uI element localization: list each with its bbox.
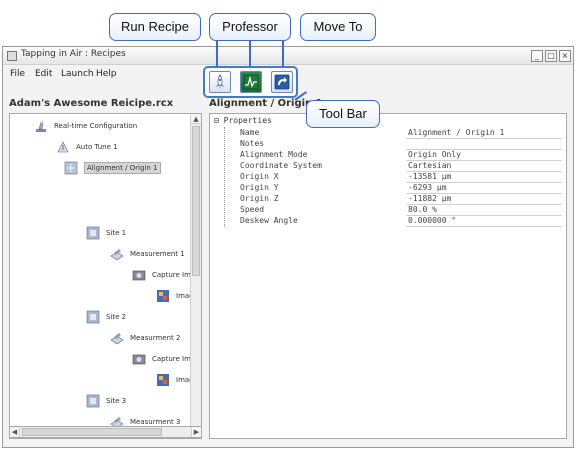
tree-vertical-scrollbar[interactable]: ▲ ▼: [190, 114, 201, 438]
tree-node-image-2[interactable]: Imag: [156, 372, 194, 388]
properties-root-label: Properties: [223, 116, 272, 125]
callout-run-recipe: Run Recipe: [109, 13, 201, 41]
tree-node-label: Imag: [176, 292, 194, 300]
tree-node-label: Auto Tune 1: [76, 143, 118, 151]
measurement-icon: [110, 331, 124, 345]
property-row-name[interactable]: Name Alignment / Origin 1: [210, 128, 565, 139]
camera-icon: [132, 352, 146, 366]
tree-node-label: Site 1: [106, 229, 127, 237]
professor-button[interactable]: [240, 71, 262, 93]
maximize-button[interactable]: □: [545, 50, 557, 62]
graph-icon: [243, 74, 259, 90]
tree-node-measurement-1[interactable]: Measurement 1: [110, 246, 185, 262]
callout-move-to: Move To: [300, 13, 376, 41]
tune-icon: [56, 140, 70, 154]
property-value[interactable]: [406, 139, 562, 150]
scroll-thumb[interactable]: [192, 126, 200, 276]
site-icon: [86, 310, 100, 324]
recipe-tree[interactable]: Real-time Configuration Auto Tune 1 Alig…: [9, 113, 202, 439]
tree-node-label: Capture Ima: [152, 355, 196, 363]
scroll-up-arrow-icon[interactable]: ▲: [191, 114, 201, 124]
tree-node-realtime-config[interactable]: Real-time Configuration: [34, 118, 137, 134]
tree-node-label: Alignment / Origin 1: [84, 162, 161, 174]
tool-bar: [203, 66, 298, 98]
image-icon: [156, 373, 170, 387]
menu-edit[interactable]: Edit: [35, 69, 53, 79]
rocket-icon: [216, 74, 224, 89]
tree-node-label: Real-time Configuration: [54, 122, 138, 130]
property-value[interactable]: 0.000000 °: [406, 216, 562, 227]
window-title: Tapping in Air : Recipes: [21, 49, 126, 59]
property-row-origin-x[interactable]: Origin X -13581 µm: [210, 172, 565, 183]
callout-professor: Professor: [209, 13, 291, 41]
property-row-speed[interactable]: Speed 80.0 %: [210, 205, 565, 216]
callout-connector: [216, 41, 218, 67]
tree-node-site-1[interactable]: Site 1: [86, 225, 126, 241]
tree-node-capture-image-1[interactable]: Capture Ima: [132, 267, 195, 283]
property-tree-guide: [224, 127, 225, 227]
camera-icon: [132, 268, 146, 282]
microscope-icon: [34, 119, 48, 133]
properties-root[interactable]: ⊟ Properties: [214, 116, 272, 125]
tree-node-capture-image-2[interactable]: Capture Ima: [132, 351, 195, 367]
close-button[interactable]: ×: [559, 50, 571, 62]
tree-node-label: Capture Ima: [152, 271, 196, 279]
property-value[interactable]: Alignment / Origin 1: [406, 128, 562, 139]
app-icon: [7, 51, 17, 61]
title-bar[interactable]: Tapping in Air : Recipes _ □ ×: [3, 47, 573, 65]
property-value[interactable]: -11882 µm: [406, 194, 562, 205]
property-row-origin-z[interactable]: Origin Z -11882 µm: [210, 194, 565, 205]
tree-node-label: Measurment 2: [130, 334, 181, 342]
callout-connector: [249, 41, 251, 67]
tree-node-alignment-origin[interactable]: Alignment / Origin 1: [64, 160, 161, 176]
tree-node-label: Site 2: [106, 313, 127, 321]
move-arrow-icon: [274, 74, 290, 90]
tree-node-site-3[interactable]: Site 3: [86, 393, 126, 409]
callout-tool-bar: Tool Bar: [306, 100, 380, 128]
tree-node-measurement-2[interactable]: Measurment 2: [110, 330, 180, 346]
properties-panel-title: Alignment / Origin 1: [209, 98, 323, 109]
callout-connector: [282, 41, 284, 67]
menu-launch[interactable]: Launch: [61, 69, 94, 79]
tree-node-label: Imag: [176, 376, 194, 384]
application-window: Tapping in Air : Recipes _ □ × File Edit…: [2, 46, 574, 448]
property-value[interactable]: Origin Only: [406, 150, 562, 161]
alignment-icon: [64, 161, 78, 175]
recipe-file-title: Adam's Awesome Reicipe.rcx: [9, 98, 174, 109]
tree-node-image-1[interactable]: Imag: [156, 288, 194, 304]
tree-node-auto-tune[interactable]: Auto Tune 1: [56, 139, 118, 155]
run-recipe-button[interactable]: [209, 71, 231, 93]
measurement-icon: [110, 247, 124, 261]
tree-node-site-2[interactable]: Site 2: [86, 309, 126, 325]
site-icon: [86, 394, 100, 408]
property-value[interactable]: -13581 µm: [406, 172, 562, 183]
scroll-thumb[interactable]: [22, 428, 162, 436]
properties-panel: ⊟ Properties Name Alignment / Origin 1 N…: [209, 113, 567, 439]
property-value[interactable]: 80.0 %: [406, 205, 562, 216]
property-row-deskew-angle[interactable]: Deskew Angle 0.000000 °: [210, 216, 565, 227]
scroll-right-arrow-icon[interactable]: ▶: [191, 427, 201, 437]
property-row-coordinate-system[interactable]: Coordinate System Cartesian: [210, 161, 565, 172]
menu-help[interactable]: Help: [96, 69, 117, 79]
property-value[interactable]: -6293 µm: [406, 183, 562, 194]
site-icon: [86, 226, 100, 240]
menu-file[interactable]: File: [10, 69, 26, 79]
tree-node-label: Site 3: [106, 397, 127, 405]
property-row-notes[interactable]: Notes: [210, 139, 565, 150]
property-value[interactable]: Cartesian: [406, 161, 562, 172]
collapse-expander-icon[interactable]: ⊟: [214, 116, 219, 125]
minimize-button[interactable]: _: [531, 50, 543, 62]
tree-node-label: Measurement 1: [130, 250, 185, 258]
scroll-left-arrow-icon[interactable]: ◀: [10, 427, 20, 437]
property-row-alignment-mode[interactable]: Alignment Mode Origin Only: [210, 150, 565, 161]
move-to-button[interactable]: [271, 71, 293, 93]
tree-horizontal-scrollbar[interactable]: ◀ ▶: [9, 426, 202, 438]
menu-bar: File Edit Launch Help: [3, 67, 203, 83]
image-icon: [156, 289, 170, 303]
property-row-origin-y[interactable]: Origin Y -6293 µm: [210, 183, 565, 194]
tree-node-label: Measurment 3: [130, 418, 181, 426]
